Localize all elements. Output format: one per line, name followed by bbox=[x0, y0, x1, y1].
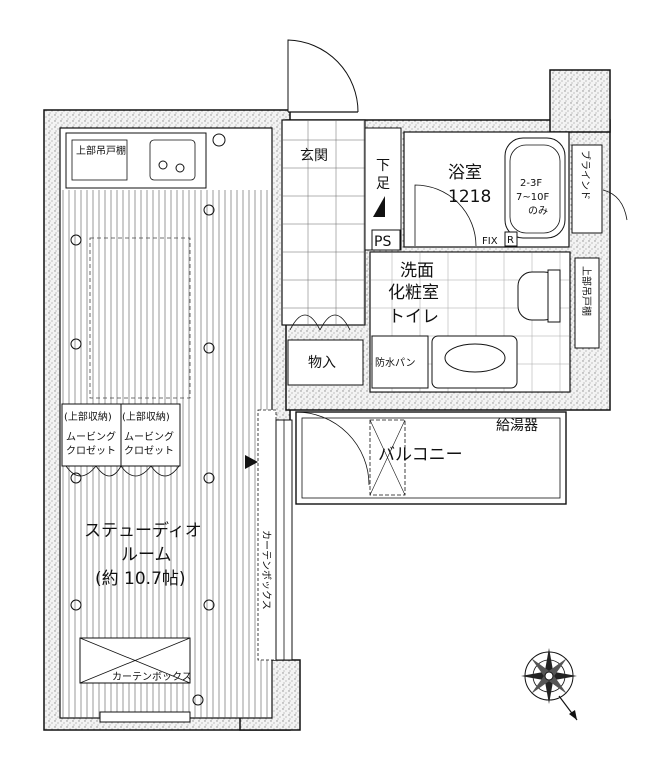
shoe-box-label-top: 下 bbox=[376, 158, 390, 174]
fix-label: FIX bbox=[482, 236, 498, 247]
washroom-label-1: 洗面 bbox=[400, 261, 434, 281]
entrance-area bbox=[281, 39, 402, 386]
blind-label: ブラインド bbox=[579, 150, 592, 200]
bath-size-label: 1218 bbox=[448, 187, 491, 207]
water-heater-label: 給湯器 bbox=[496, 417, 538, 434]
toilet-label: トイレ bbox=[388, 307, 439, 327]
studio-room bbox=[59, 127, 277, 723]
shoe-box-label-bottom: 足 bbox=[376, 176, 390, 192]
r-label: R bbox=[507, 235, 514, 246]
bathroom bbox=[403, 131, 628, 248]
sash-window bbox=[275, 419, 293, 661]
ps-label: PS bbox=[374, 234, 391, 250]
closet-upper-2: (上部収納) bbox=[122, 410, 170, 423]
closet-upper-1: (上部収納) bbox=[64, 410, 112, 423]
washroom-label-2: 化粧室 bbox=[388, 283, 439, 303]
studio-label-1: ステューディオ bbox=[84, 520, 202, 541]
closet-name-1a: ムービング bbox=[66, 430, 116, 443]
north-arrow-icon bbox=[521, 648, 578, 721]
closet-name-2b: クロゼット bbox=[124, 445, 174, 457]
bathroom-label: 浴室 bbox=[448, 163, 482, 183]
studio-label-2: ルーム bbox=[121, 545, 172, 565]
curtain-box-right-label: カーテンボックス bbox=[260, 530, 272, 610]
waterproof-pan-label: 防水パン bbox=[375, 356, 416, 369]
closet-name-2a: ムービング bbox=[124, 430, 174, 443]
heater-spec-2: 7~10F bbox=[516, 192, 549, 203]
balcony bbox=[295, 411, 567, 505]
entrance-label: 玄関 bbox=[300, 147, 328, 164]
studio-area-label: (約 10.7帖) bbox=[95, 569, 186, 589]
upper-storage-toilet-label: 上部吊戸棚 bbox=[580, 266, 593, 316]
balcony-label: バルコニー bbox=[378, 445, 463, 465]
curtain-box-bottom-label: カーテンボックス bbox=[112, 671, 192, 683]
storage-label: 物入 bbox=[308, 355, 336, 371]
heater-spec-3: のみ bbox=[528, 206, 548, 217]
upper-storage-kitchen-label: 上部吊戸棚 bbox=[76, 144, 126, 157]
heater-spec-1: 2-3F bbox=[520, 178, 542, 189]
closet-name-1b: クロゼット bbox=[66, 445, 116, 457]
washroom bbox=[369, 251, 600, 393]
